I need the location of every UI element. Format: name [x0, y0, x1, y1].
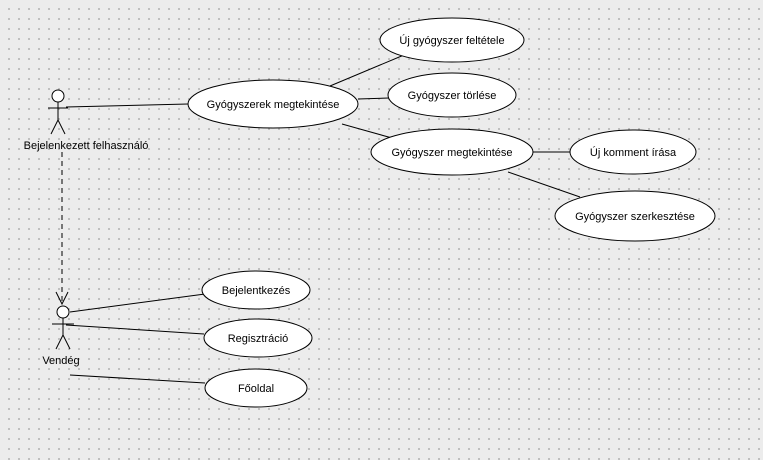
use-case-new-comment[interactable]: Új komment írása — [569, 129, 697, 175]
use-case-label: Gyógyszerek megtekintése — [207, 99, 340, 111]
association-view-edit — [507, 171, 581, 198]
association-guest-register — [65, 324, 205, 335]
actor-label: Bejelenkezett felhasználó — [24, 140, 149, 152]
use-case-label: Főoldal — [238, 383, 274, 395]
stick-figure-icon — [48, 89, 68, 135]
use-case-label: Új komment írása — [590, 146, 677, 159]
association-list-delete-med — [357, 97, 390, 100]
use-case-edit-medicine[interactable]: Gyógyszer szerkesztése — [554, 190, 716, 242]
association-list-new-med — [329, 54, 405, 87]
actor-guest[interactable]: Vendég — [42, 305, 80, 367]
actor-registered-user[interactable]: Bejelenkezett felhasználó — [24, 89, 149, 152]
association-guest-login — [69, 293, 206, 313]
association-registered-list — [65, 103, 189, 108]
use-case-view-medicine[interactable]: Gyógyszer megtekintése — [370, 128, 534, 176]
use-case-label: Gyógyszer törlése — [408, 90, 497, 102]
use-case-list-medicines[interactable]: Gyógyszerek megtekintése — [187, 79, 359, 129]
use-case-register[interactable]: Regisztráció — [203, 318, 313, 358]
stick-figure-icon — [52, 305, 74, 350]
use-case-home[interactable]: Főoldal — [204, 368, 308, 408]
association-guest-home — [69, 374, 206, 384]
use-case-label: Gyógyszer megtekintése — [391, 147, 512, 159]
use-case-delete-medicine[interactable]: Gyógyszer törlése — [387, 72, 517, 118]
use-case-label: Új gyógyszer feltétele — [399, 34, 504, 47]
use-case-login[interactable]: Bejelentkezés — [201, 270, 311, 310]
generalization-arrow — [55, 152, 69, 306]
use-case-new-medicine[interactable]: Új gyógyszer feltétele — [379, 17, 525, 63]
actor-label: Vendég — [42, 355, 79, 367]
use-case-label: Gyógyszer szerkesztése — [575, 211, 695, 223]
use-case-label: Regisztráció — [228, 333, 289, 345]
association-list-view-med — [341, 123, 393, 139]
use-case-label: Bejelentkezés — [222, 285, 291, 297]
